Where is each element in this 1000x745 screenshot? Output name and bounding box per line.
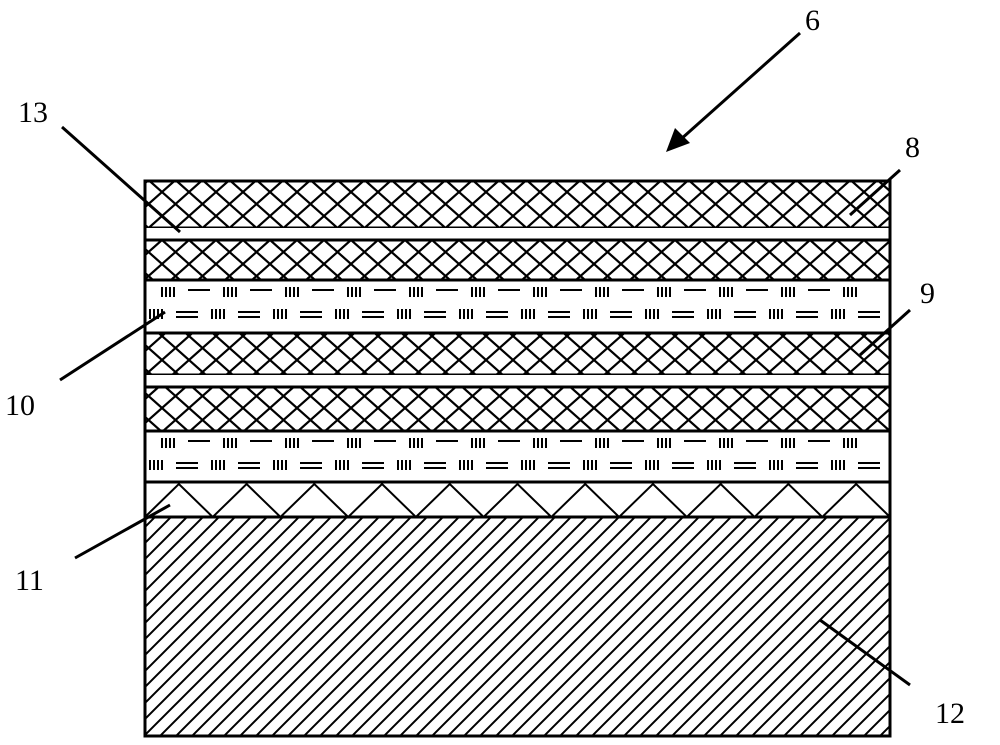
layer-13 [145, 228, 890, 240]
arrow-6-head [666, 128, 690, 152]
label-8: 8 [905, 131, 920, 164]
layer-cross-2 [145, 240, 890, 280]
label-9: 9 [920, 277, 935, 310]
label-10: 10 [5, 389, 35, 422]
arrow-6-shaft [680, 33, 800, 140]
label-13: 13 [18, 96, 48, 129]
layer-cross-4 [145, 387, 890, 431]
layer-9 [145, 333, 890, 375]
layer-thin-2 [145, 375, 890, 387]
layer-12-substrate [145, 517, 890, 736]
layer-8 [145, 181, 890, 228]
label-11: 11 [15, 564, 44, 597]
label-12: 12 [935, 697, 965, 730]
label-6: 6 [805, 4, 820, 37]
